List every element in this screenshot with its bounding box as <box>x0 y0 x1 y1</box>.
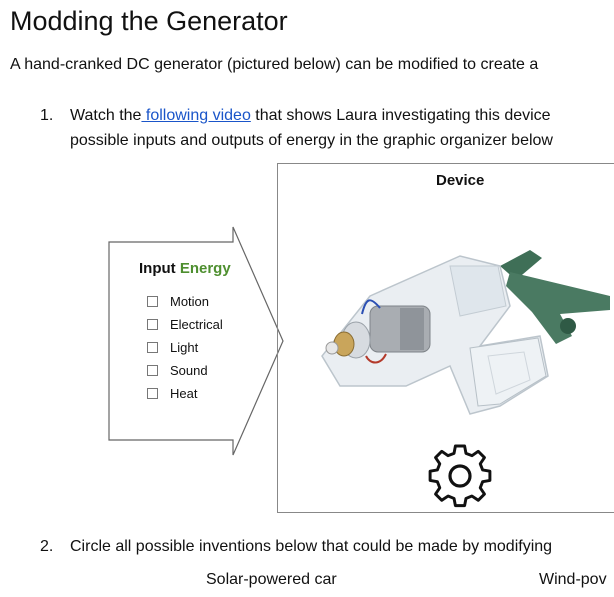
input-option-electrical[interactable]: Electrical <box>147 317 223 332</box>
question-2-text: Circle all possible inventions below tha… <box>70 538 553 555</box>
checkbox[interactable] <box>147 342 158 353</box>
page-title: Modding the Generator <box>10 6 288 36</box>
invention-option-wind[interactable]: Wind-pov <box>539 571 607 588</box>
checkbox[interactable] <box>147 296 158 307</box>
intro-text: A hand-cranked DC generator (pictured be… <box>10 56 539 73</box>
device-box <box>277 163 614 513</box>
question-1-text: Watch the following video that shows Lau… <box>70 107 551 125</box>
question-2-number: 2. <box>40 538 54 555</box>
input-option-heat[interactable]: Heat <box>147 386 197 401</box>
input-option-motion[interactable]: Motion <box>147 294 209 309</box>
following-video-link[interactable]: following video <box>141 107 251 124</box>
gear-icon <box>428 444 492 508</box>
generator-image <box>321 250 610 415</box>
question-1-suffix: that shows Laura investigating this devi… <box>250 107 551 124</box>
input-option-light[interactable]: Light <box>147 340 198 355</box>
invention-option-solar-car[interactable]: Solar-powered car <box>206 571 337 588</box>
input-option-sound[interactable]: Sound <box>147 363 208 378</box>
question-1-prefix: Watch the <box>70 107 142 124</box>
checkbox[interactable] <box>147 388 158 399</box>
question-1-text-line2: possible inputs and outputs of energy in… <box>70 132 553 149</box>
question-1-number: 1. <box>40 107 54 124</box>
checkbox[interactable] <box>147 365 158 376</box>
device-title: Device <box>436 172 485 189</box>
checkbox[interactable] <box>147 319 158 330</box>
input-energy-heading: Input Energy <box>139 260 231 277</box>
